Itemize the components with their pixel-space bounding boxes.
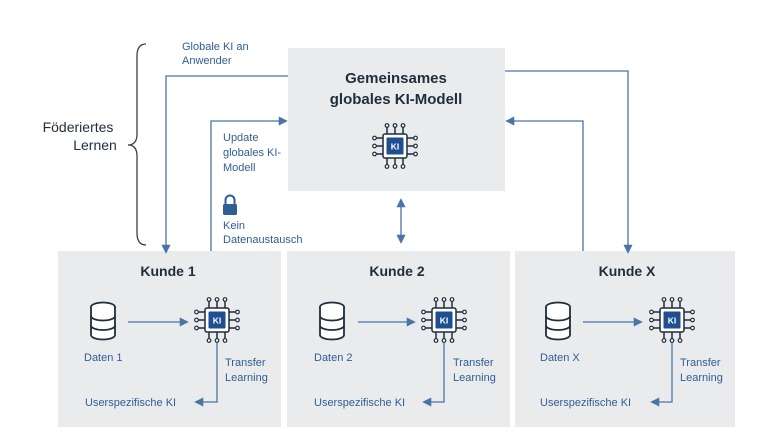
customer-x-title: Kunde X: [599, 263, 656, 279]
svg-text:KI: KI: [391, 142, 400, 152]
customer-x: Kunde X Daten X KI Transfer Learning Use…: [540, 263, 723, 409]
federated-label-line1: Föderiertes: [43, 119, 114, 135]
database-icon: [90, 301, 116, 341]
customer-2-data-label: Daten 2: [314, 352, 353, 364]
customer-1-result-label: Userspezifische KI: [85, 397, 176, 409]
customer-x-result-label: Userspezifische KI: [540, 397, 631, 409]
annotation-update-line1: Update: [223, 132, 258, 144]
federated-label-line2: Lernen: [73, 137, 117, 153]
annotation-no-exchange-line1: Kein: [223, 220, 245, 232]
lock-icon: [223, 194, 237, 215]
arrow-transfer-learning-x: [650, 343, 673, 407]
arrow-customer-1-to-global: [210, 116, 288, 251]
customer-x-transfer-line1: Transfer: [680, 357, 721, 369]
ai-chip-icon: KI: [648, 296, 696, 344]
annotation-update-line3: Modell: [223, 162, 255, 174]
customer-1-title: Kunde 1: [140, 263, 195, 279]
global-model-title-line2: globales KI-Modell: [330, 91, 463, 108]
annotation-to-users-line2: Anwender: [182, 55, 232, 67]
annotation-update-line2: globales KI-: [223, 147, 281, 159]
svg-text:KI: KI: [440, 316, 449, 326]
customer-2: Kunde 2 Daten 2 KI Transfer Learning Use…: [314, 263, 496, 409]
global-ai-chip-icon: KI: [371, 122, 419, 170]
federated-brace: [127, 43, 147, 246]
customer-1: Kunde 1 Daten 1 KI Transfer Learning Use…: [84, 263, 268, 409]
arrow-global-to-customer-1: [161, 75, 288, 254]
customer-x-data-label: Daten X: [540, 352, 580, 364]
database-icon: [545, 301, 571, 341]
svg-text:KI: KI: [668, 316, 677, 326]
customer-1-data-label: Daten 1: [84, 352, 123, 364]
customer-2-transfer-line1: Transfer: [453, 357, 494, 369]
ai-chip-icon: KI: [193, 296, 241, 344]
annotation-to-users-line1: Globale KI an: [182, 41, 249, 53]
arrow-transfer-learning-1: [194, 343, 218, 407]
svg-text:KI: KI: [213, 316, 222, 326]
customer-x-transfer-line2: Learning: [680, 372, 723, 384]
database-icon: [319, 301, 345, 341]
customer-2-result-label: Userspezifische KI: [314, 397, 405, 409]
customer-2-transfer-line2: Learning: [453, 372, 496, 384]
global-model-title-line1: Gemeinsames: [345, 70, 447, 87]
customer-2-title: Kunde 2: [369, 263, 424, 279]
customer-1-transfer-line1: Transfer: [225, 357, 266, 369]
annotation-no-exchange-line2: Datenaustausch: [223, 234, 303, 246]
ai-chip-icon: KI: [420, 296, 468, 344]
customer-1-transfer-line2: Learning: [225, 372, 268, 384]
arrow-transfer-learning-2: [422, 343, 445, 407]
arrow-customer-x-to-global: [505, 116, 584, 251]
arrow-global-to-customer-x: [505, 70, 633, 254]
